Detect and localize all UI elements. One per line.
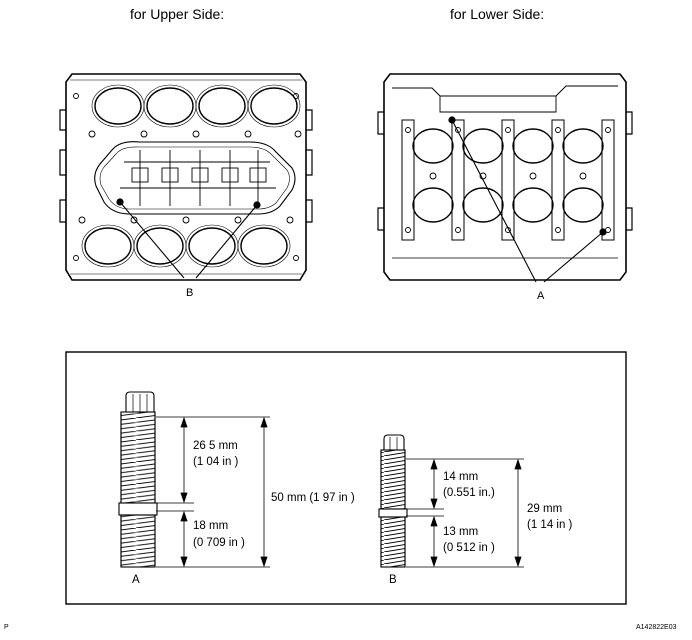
upper-top-bank — [91, 84, 301, 128]
upper-side-engine-block — [59, 73, 313, 281]
callout-a-label: A — [537, 290, 545, 302]
stud-a-lower-in: (0 709 in ) — [193, 537, 245, 549]
stud-b-lower-mm: 13 mm — [443, 526, 479, 538]
stud-b-upper-in: (0.551 in.) — [443, 487, 495, 499]
stud-b-label: B — [389, 574, 397, 586]
lower-side-engine-block — [377, 73, 633, 283]
stud-a-lower-mm: 18 mm — [193, 520, 229, 532]
stud-b-dimension-lines — [406, 458, 524, 568]
stud-detail-frame — [65, 351, 627, 605]
footer-left-mark: P — [4, 624, 9, 631]
stud-a-upper-mm: 26 5 mm — [193, 440, 238, 452]
stud-bolt-b — [378, 434, 408, 568]
stud-a-dimension-lines — [156, 416, 270, 568]
stud-a-label: A — [132, 574, 140, 586]
stud-a-upper-in: (1 04 in ) — [193, 456, 239, 468]
stud-a-total: 50 mm (1 97 in ) — [271, 492, 355, 504]
stud-b-total-mm: 29 mm — [527, 503, 563, 515]
stud-bolt-a — [118, 391, 158, 568]
upper-side-title: for Upper Side: — [130, 6, 225, 22]
stud-b-upper-mm: 14 mm — [443, 471, 479, 483]
callout-b-label: B — [186, 287, 194, 299]
lower-side-title: for Lower Side: — [450, 6, 545, 22]
stud-b-total-in: (1 14 in ) — [527, 519, 573, 531]
upper-bottom-bank — [81, 224, 291, 268]
stud-b-lower-in: (0 512 in ) — [443, 542, 495, 554]
figure-code: A142822E03 — [636, 624, 677, 631]
